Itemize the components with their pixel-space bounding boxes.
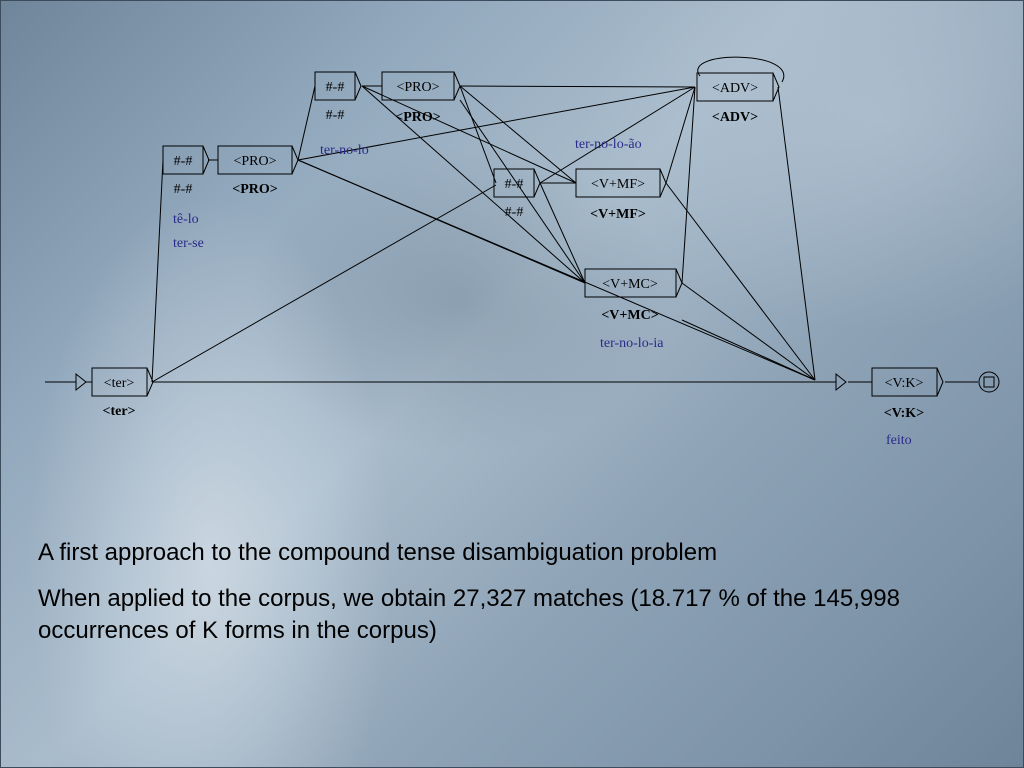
label-te-lo: tê-lo xyxy=(173,212,199,227)
svg-text:#-#: #-# xyxy=(174,182,193,197)
svg-text:#-#: #-# xyxy=(326,108,345,123)
svg-text:<V:K>: <V:K> xyxy=(885,376,924,391)
final-state-icon xyxy=(978,371,1000,393)
label-ter-no-lo: ter-no-lo xyxy=(320,143,369,158)
svg-text:<ADV>: <ADV> xyxy=(712,110,758,125)
box-hash-a: #-# #-# xyxy=(162,145,210,197)
caption-line-2: When applied to the corpus, we obtain 27… xyxy=(38,585,900,644)
svg-text:<ter>: <ter> xyxy=(104,376,135,391)
label-ter-no-lo-ao: ter-no-lo-ão xyxy=(575,137,642,152)
box-ter: <ter> <ter> xyxy=(91,367,154,419)
svg-text:<PRO>: <PRO> xyxy=(233,154,276,169)
caption-line-1: A first approach to the compound tense d… xyxy=(38,539,718,566)
label-feito: feito xyxy=(886,433,912,448)
svg-text:#-#: #-# xyxy=(505,205,524,220)
box-v-mc: <V+MC> <V+MC> xyxy=(584,268,683,323)
merge-state-arrow xyxy=(835,372,847,392)
box-adv: <ADV> <ADV> xyxy=(696,72,780,125)
svg-text:<PRO>: <PRO> xyxy=(232,182,278,197)
svg-text:<ter>: <ter> xyxy=(102,404,135,419)
box-v-mf: <V+MF> <V+MF> xyxy=(575,168,667,222)
svg-text:<ADV>: <ADV> xyxy=(712,81,758,96)
label-ter-no-lo-ia: ter-no-lo-ia xyxy=(600,336,664,351)
svg-text:#-#: #-# xyxy=(174,154,193,169)
box-pro-a: <PRO> <PRO> xyxy=(217,145,299,197)
svg-text:<V+MF>: <V+MF> xyxy=(591,177,645,192)
caption: A first approach to the compound tense d… xyxy=(38,537,988,661)
box-pro-b: <PRO> <PRO> xyxy=(381,71,461,125)
svg-text:<V+MC>: <V+MC> xyxy=(601,308,658,323)
grammar-graph: <ter> <ter> #-# #-# tê-lo ter-se <PRO> <… xyxy=(45,56,1000,448)
svg-text:<PRO>: <PRO> xyxy=(395,110,441,125)
svg-text:#-#: #-# xyxy=(505,177,524,192)
svg-text:<PRO>: <PRO> xyxy=(396,80,439,95)
box-hash-b: #-# #-# xyxy=(314,71,362,123)
svg-text:<V:K>: <V:K> xyxy=(884,406,924,421)
transition-lines xyxy=(45,56,978,383)
svg-text:<V+MF>: <V+MF> xyxy=(590,207,646,222)
svg-text:<V+MC>: <V+MC> xyxy=(602,277,658,292)
label-ter-se: ter-se xyxy=(173,236,204,251)
box-hash-c: #-# #-# xyxy=(493,168,541,220)
initial-state-arrow xyxy=(75,372,87,392)
svg-text:#-#: #-# xyxy=(326,80,345,95)
box-v-k: <V:K> <V:K> xyxy=(871,367,944,421)
